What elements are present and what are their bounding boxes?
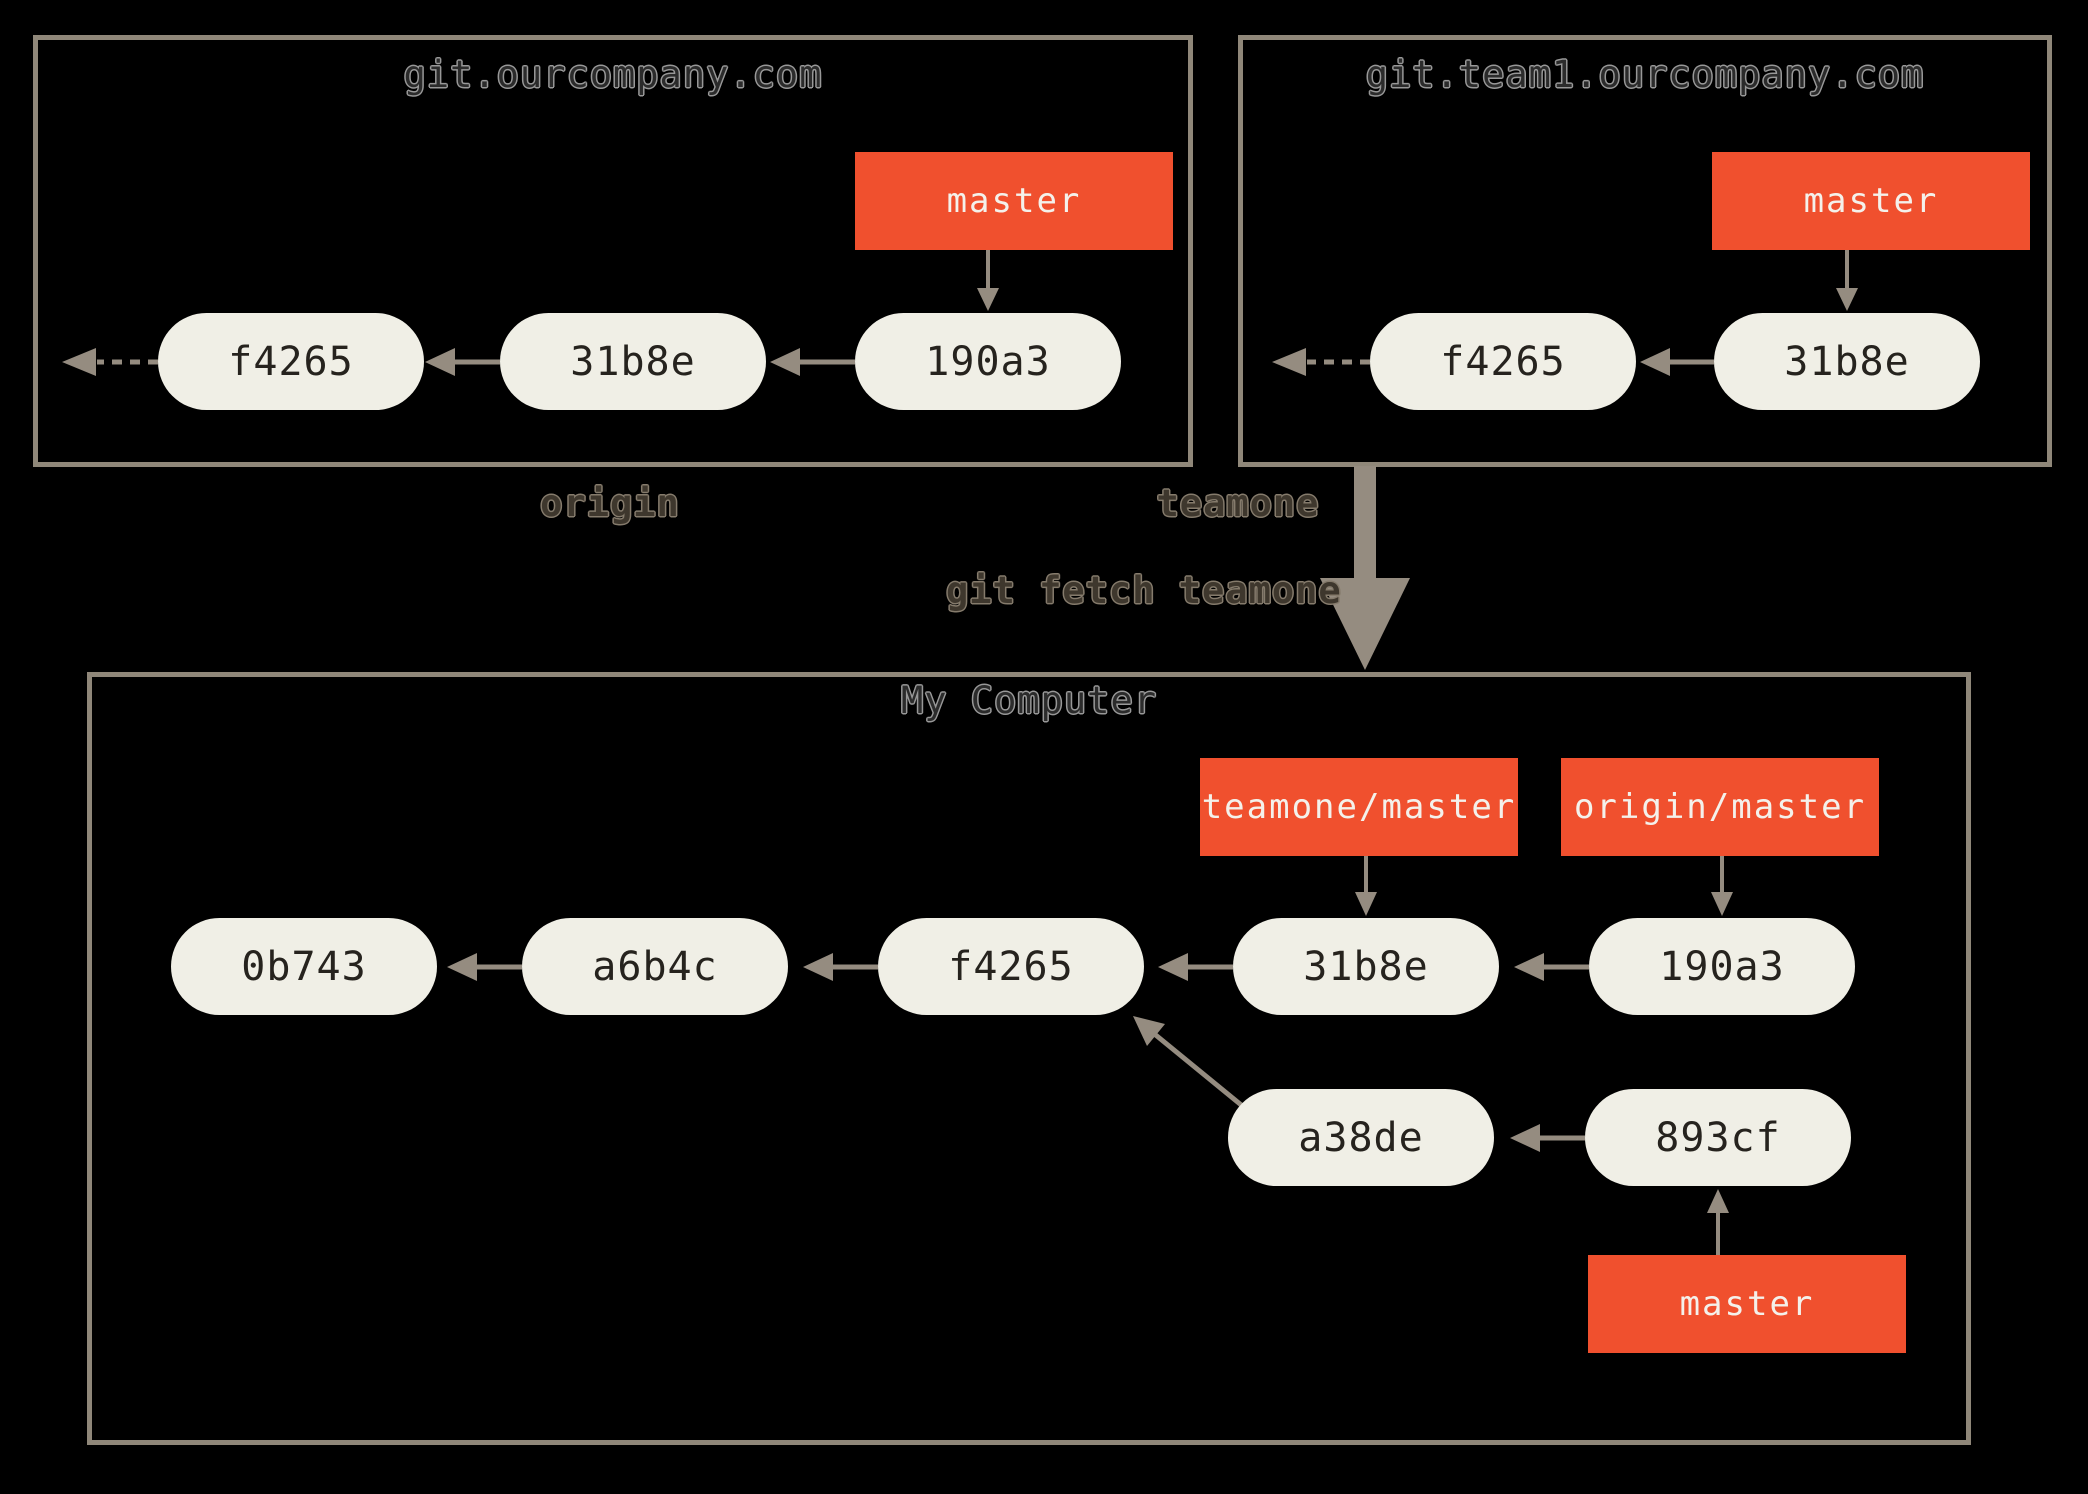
teamone-repo-box — [1238, 35, 2052, 467]
local-commit-f4265: f4265 — [878, 918, 1144, 1015]
local-teamone-master-ref: teamone/master — [1200, 758, 1518, 856]
origin-repo-title: git.ourcompany.com — [403, 53, 823, 96]
local-commit-a38de: a38de — [1228, 1089, 1494, 1186]
teamone-repo-title: git.team1.ourcompany.com — [1365, 53, 1925, 96]
teamone-commit-f4265: f4265 — [1370, 313, 1636, 410]
my-computer-box — [87, 672, 1971, 1445]
local-origin-master-ref: origin/master — [1561, 758, 1879, 856]
origin-commit-f4265: f4265 — [158, 313, 424, 410]
my-computer-title: My Computer — [900, 679, 1158, 722]
teamone-commit-31b8e: 31b8e — [1714, 313, 1980, 410]
origin-repo-box — [33, 35, 1193, 467]
origin-repo-label: origin — [540, 482, 680, 525]
fetch-command-label: git fetch teamone — [946, 569, 1342, 612]
local-commit-893cf: 893cf — [1585, 1089, 1851, 1186]
local-commit-190a3: 190a3 — [1589, 918, 1855, 1015]
origin-commit-190a3: 190a3 — [855, 313, 1121, 410]
local-commit-a6b4c: a6b4c — [522, 918, 788, 1015]
local-master-ref: master — [1588, 1255, 1906, 1353]
teamone-master-ref: master — [1712, 152, 2030, 250]
teamone-repo-label: teamone — [1156, 482, 1320, 525]
origin-master-ref: master — [855, 152, 1173, 250]
local-commit-31b8e: 31b8e — [1233, 918, 1499, 1015]
origin-commit-31b8e: 31b8e — [500, 313, 766, 410]
local-commit-0b743: 0b743 — [171, 918, 437, 1015]
